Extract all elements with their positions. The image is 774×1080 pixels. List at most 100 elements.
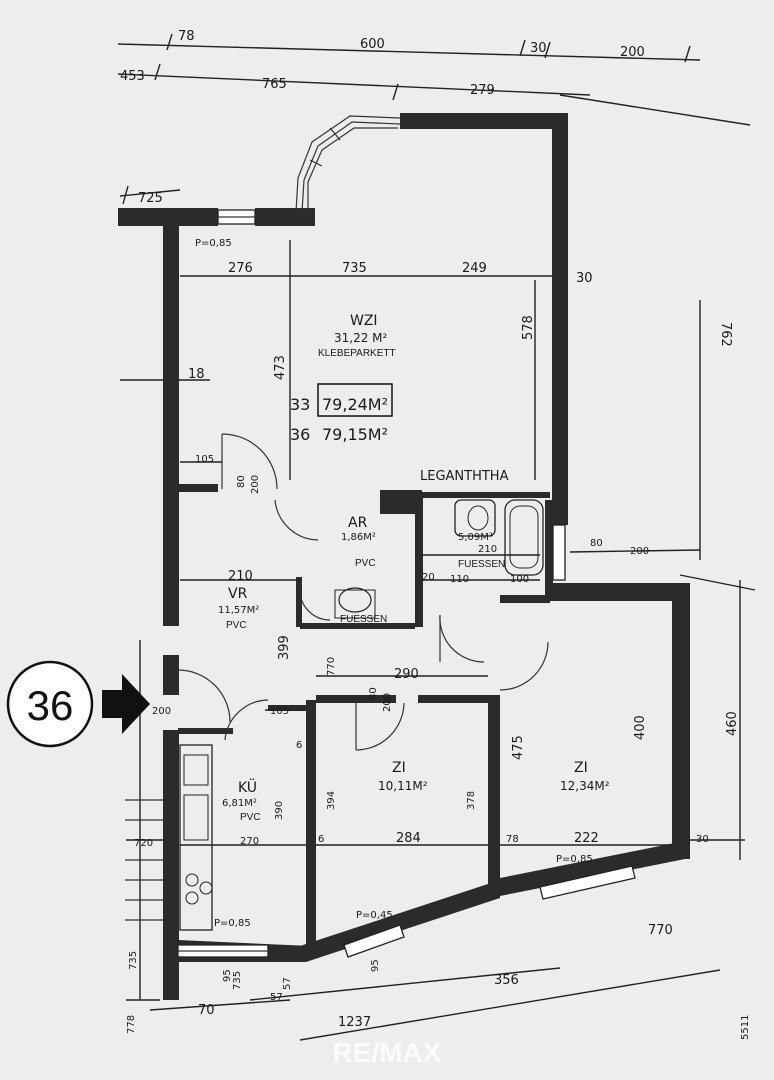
room-ku: KÜ 6,81M² PVC [222, 778, 261, 823]
dim-top-200: 200 [620, 45, 645, 60]
room-ku-name: KÜ [238, 778, 257, 796]
dim-ku-57: 57 [270, 992, 283, 1003]
dim-bath-100: 100 [510, 574, 529, 585]
walls [118, 113, 690, 1000]
outer-dimension-lines [117, 33, 756, 1041]
area-label-33-value: 79,24M² [322, 395, 388, 414]
dim-top-600: 600 [360, 37, 385, 52]
unit-marker: 36 [6, 660, 150, 748]
dim-bath-80: 80 [590, 538, 603, 549]
dim-bottom-95b: 95 [222, 969, 233, 982]
dim-bath-210: 210 [478, 544, 497, 555]
room-bad-floor: FUESSEN [458, 559, 505, 570]
dim-bottom-770: 770 [648, 923, 673, 938]
room-wzi-area: 31,22 M² [334, 331, 388, 345]
dim-left-778: 778 [126, 1015, 137, 1034]
room-zi-1-area: 10,11M² [378, 779, 428, 793]
dim-bottom-356: 356 [494, 973, 519, 988]
unit-badge-circle [6, 660, 94, 748]
dim-wzi-right-30: 30 [576, 271, 593, 286]
dim-wzi-249: 249 [462, 261, 487, 276]
unit-badge-number: 36 [27, 682, 74, 729]
room-zi-2-name: ZI [574, 760, 588, 776]
bay-window [295, 115, 401, 213]
windows [177, 209, 636, 958]
dim-right-762: 762 [718, 322, 733, 347]
room-zi-1: ZI 10,11M² [378, 760, 428, 793]
dim-top-30: 30 [530, 41, 547, 56]
dim-zi2-475: 475 [511, 735, 526, 760]
dim-wzi-735: 735 [342, 261, 367, 276]
dim-top-78: 78 [178, 29, 195, 44]
dim-zi2-222: 222 [574, 831, 599, 846]
room-zi-2-area: 12,34M² [560, 779, 610, 793]
area-summary: 33 79,24M² 36 79,15M² [290, 383, 393, 444]
corner-note: 5511 [740, 1015, 751, 1040]
dim-zi2-78: 78 [506, 834, 519, 845]
remax-watermark: RE/MAX [333, 1037, 442, 1068]
room-vr: VR 11,57M² PVC [218, 586, 259, 631]
room-vr-floor: PVC [226, 620, 247, 631]
dim-left-735: 735 [128, 951, 139, 970]
room-wzi-floor: KLEBEPARKETT [318, 348, 396, 359]
parapet-zi2: P=0,85 [556, 854, 593, 865]
parapet-wzi: P=0,85 [195, 238, 232, 249]
dim-wzi-276: 276 [228, 261, 253, 276]
dim-upper-left-725: 725 [138, 191, 163, 206]
area-label-36-value: 79,15M² [322, 425, 388, 444]
room-zi-2: ZI 12,34M² [560, 760, 610, 793]
area-label-33-num: 33 [290, 395, 310, 414]
dim-bottom-57: 57 [282, 977, 293, 990]
fixtures [125, 240, 672, 931]
dim-left-720: 720 [134, 838, 153, 849]
room-ar: AR 1,86M² PVC [341, 515, 376, 569]
room-ar-name: AR [348, 515, 368, 531]
room-bad: 5,09M² FUESSEN [458, 532, 505, 570]
dim-zi1-394: 394 [326, 791, 337, 810]
dim-ku-200: 200 [152, 706, 171, 717]
dim-ku-270: 270 [240, 836, 259, 847]
room-wzi: WZI 31,22 M² KLEBEPARKETT [318, 313, 396, 359]
dim-zi1-6: 6 [318, 834, 324, 845]
parapet-ku: P=0,85 [214, 918, 251, 929]
room-wc: FUESSEN [340, 614, 387, 625]
dim-second-453: 453 [120, 69, 145, 84]
room-ar-floor: PVC [355, 558, 376, 569]
dim-ku-6: 6 [296, 740, 302, 751]
parapet-zi1: P=0,45 [356, 910, 393, 921]
entrance-arrow-icon [102, 674, 150, 734]
dim-ku-390: 390 [274, 801, 285, 820]
dim-right-460: 460 [725, 711, 740, 736]
dim-zi2-400: 400 [633, 715, 648, 740]
dim-vr-399: 399 [277, 635, 292, 660]
dim-left-mid-18: 18 [188, 367, 205, 382]
dim-zi2-30: 30 [696, 834, 709, 845]
dim-mid-290: 290 [394, 667, 419, 682]
door-swings [177, 433, 549, 751]
room-wc-floor: FUESSEN [340, 614, 387, 625]
dim-zi1-284: 284 [396, 831, 421, 846]
dim-zi1-378: 378 [466, 791, 477, 810]
dim-wzi-height-473: 473 [273, 355, 288, 380]
dim-door-80: 80 [236, 475, 247, 488]
dim-mid-200: 200 [382, 693, 393, 712]
dim-mid-80: 80 [368, 687, 379, 700]
dim-bottom-70: 70 [198, 1003, 215, 1018]
dim-bottom-735: 735 [232, 971, 243, 990]
dim-second-279: 279 [470, 83, 495, 98]
room-vr-area: 11,57M² [218, 605, 259, 616]
room-vr-name: VR [228, 586, 248, 602]
dim-ku-105: 105 [270, 706, 289, 717]
room-zi-1-name: ZI [392, 760, 406, 776]
dim-second-765: 765 [262, 77, 287, 92]
dim-bottom-95: 95 [370, 959, 381, 972]
area-label-36-num: 36 [290, 425, 310, 444]
room-ar-area: 1,86M² [341, 532, 376, 543]
legend-text: LEGANTHTHA [420, 469, 509, 484]
dim-door-200: 200 [250, 475, 261, 494]
room-wzi-name: WZI [350, 313, 378, 329]
dim-bath-110: 110 [450, 574, 469, 585]
dimension-labels: 78 600 30 200 453 765 279 725 P=0,85 276… [120, 29, 751, 1040]
room-ku-floor: PVC [240, 812, 261, 823]
